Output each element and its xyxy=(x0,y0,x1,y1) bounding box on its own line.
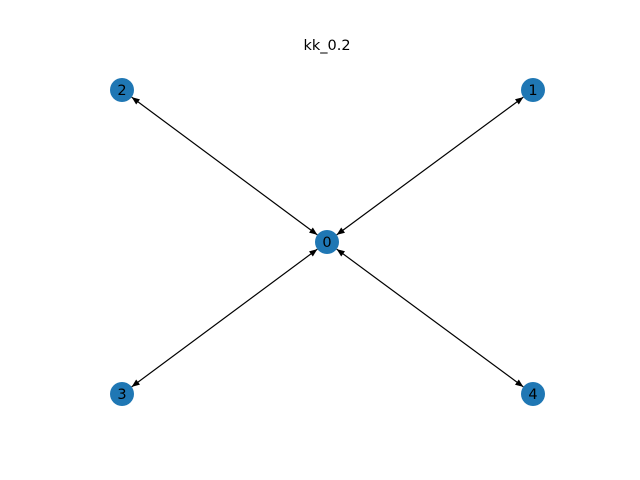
nodes-layer: 0 1 2 3 4 xyxy=(110,78,545,406)
edge-0-3 xyxy=(131,248,318,388)
arrowhead-at-3 xyxy=(131,379,140,387)
node-4: 4 xyxy=(521,382,545,406)
node-2: 2 xyxy=(110,78,134,102)
node-1: 1 xyxy=(521,78,545,102)
arrowhead-at-0 xyxy=(336,249,345,257)
node-label-0: 0 xyxy=(322,235,331,251)
edge-line-0-4 xyxy=(336,248,524,388)
node-label-4: 4 xyxy=(528,387,537,403)
edge-0-2 xyxy=(131,96,318,236)
node-circle-4 xyxy=(521,382,545,406)
edge-line-0-1 xyxy=(336,96,524,236)
arrowhead-at-0 xyxy=(336,227,345,235)
node-circle-1 xyxy=(521,78,545,102)
arrowhead-at-4 xyxy=(515,379,524,387)
node-0: 0 xyxy=(315,230,339,254)
node-circle-2 xyxy=(110,78,134,102)
node-label-1: 1 xyxy=(528,83,537,99)
arrowhead-at-0 xyxy=(309,249,318,257)
node-3: 3 xyxy=(110,382,134,406)
edge-0-4 xyxy=(336,248,524,388)
edge-0-1 xyxy=(336,96,524,236)
arrowhead-at-0 xyxy=(309,227,318,235)
node-circle-0 xyxy=(315,230,339,254)
node-label-3: 3 xyxy=(117,387,126,403)
edge-line-0-2 xyxy=(131,96,318,236)
node-circle-3 xyxy=(110,382,134,406)
arrowhead-at-1 xyxy=(515,97,524,105)
node-label-2: 2 xyxy=(117,83,126,99)
arrowhead-at-2 xyxy=(131,97,140,105)
edges-layer xyxy=(131,96,524,388)
figure-title: kk_0.2 xyxy=(303,38,350,54)
edge-line-0-3 xyxy=(131,248,318,388)
